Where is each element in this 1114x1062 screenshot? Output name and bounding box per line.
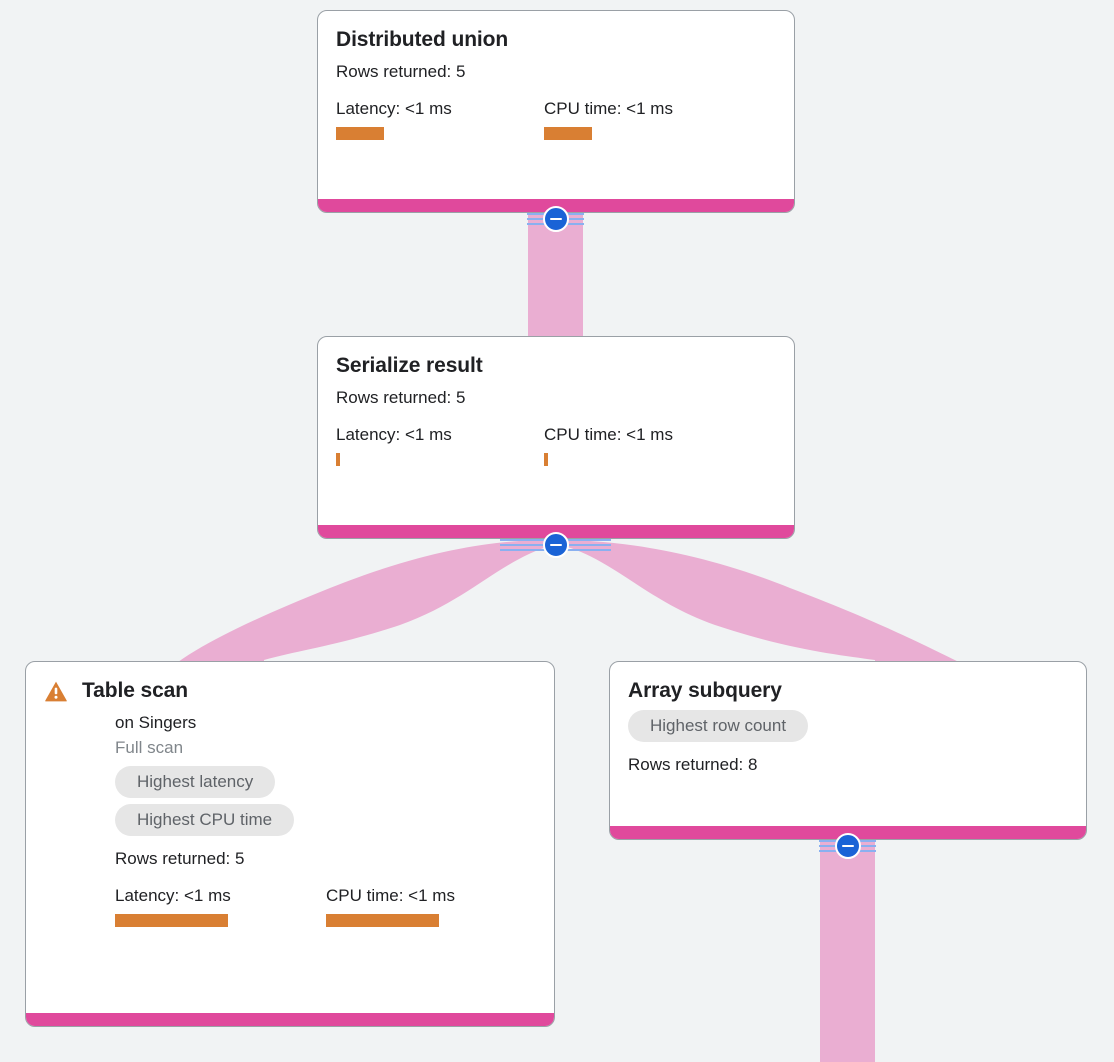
toggle-array-subquery[interactable] bbox=[819, 833, 876, 859]
metric-latency: Latency: <1 ms bbox=[336, 424, 544, 466]
metric-cpu-time-label: CPU time: <1 ms bbox=[544, 425, 673, 444]
metric-cpu-time: CPU time: <1 ms bbox=[326, 885, 455, 927]
page-title: Distributed union bbox=[336, 28, 509, 51]
node-title-row: Table scan bbox=[44, 678, 536, 704]
plan-node-table-scan[interactable]: Table scan on Singers Full scan Highest … bbox=[25, 661, 555, 1027]
plan-node-serialize-result[interactable]: Serialize result Rows returned: 5 Latenc… bbox=[317, 336, 795, 539]
node-footer-bar bbox=[610, 826, 1086, 839]
metric-cpu-time: CPU time: <1 ms bbox=[544, 424, 673, 466]
minus-circle-icon[interactable] bbox=[542, 532, 569, 558]
node-footer-bar bbox=[318, 199, 794, 212]
minus-glyph bbox=[841, 844, 854, 848]
toggle-serialize-result[interactable] bbox=[500, 532, 611, 558]
status-badge: Highest row count bbox=[628, 710, 809, 742]
node-title-row: Distributed union bbox=[336, 27, 776, 53]
metrics-row: Latency: <1 ms CPU time: <1 ms bbox=[336, 424, 776, 466]
node-subtitle: on Singers bbox=[115, 713, 197, 732]
metric-cpu-time-bar bbox=[544, 127, 592, 140]
page-title: Array subquery bbox=[628, 679, 782, 702]
rows-returned: Rows returned: 8 bbox=[628, 755, 758, 774]
minus-glyph bbox=[549, 217, 562, 221]
chip-list: Highest latency Highest CPU time bbox=[115, 766, 536, 842]
page-title: Table scan bbox=[82, 679, 188, 702]
node-body: Distributed union Rows returned: 5 Laten… bbox=[318, 11, 794, 199]
toggle-distributed-union[interactable] bbox=[527, 206, 584, 232]
metric-latency-label: Latency: <1 ms bbox=[336, 425, 452, 444]
metric-cpu-time-label: CPU time: <1 ms bbox=[544, 99, 673, 118]
rows-returned: Rows returned: 5 bbox=[115, 849, 245, 868]
metric-latency: Latency: <1 ms bbox=[115, 885, 326, 927]
metrics-row: Latency: <1 ms CPU time: <1 ms bbox=[115, 885, 536, 927]
node-body: Table scan on Singers Full scan Highest … bbox=[26, 662, 554, 1013]
metrics-row: Latency: <1 ms CPU time: <1 ms bbox=[336, 98, 776, 140]
status-badge: Highest CPU time bbox=[115, 804, 295, 836]
warning-icon bbox=[45, 681, 67, 702]
metric-cpu-time-bar bbox=[326, 914, 439, 927]
minus-circle-icon[interactable] bbox=[834, 833, 861, 859]
metric-latency-label: Latency: <1 ms bbox=[336, 99, 452, 118]
plan-node-array-subquery[interactable]: Array subquery Highest row count Rows re… bbox=[609, 661, 1087, 840]
rows-returned: Rows returned: 5 bbox=[336, 388, 466, 407]
metric-latency-bar bbox=[115, 914, 228, 927]
plan-node-distributed-union[interactable]: Distributed union Rows returned: 5 Laten… bbox=[317, 10, 795, 213]
edge-array-subquery-to-child bbox=[820, 840, 875, 1062]
metric-latency-bar bbox=[336, 127, 384, 140]
rows-returned: Rows returned: 5 bbox=[336, 62, 466, 81]
node-footer-bar bbox=[26, 1013, 554, 1026]
edge-serialize-result-to-table-scan bbox=[174, 540, 553, 665]
node-title-row: Array subquery bbox=[628, 678, 1068, 704]
page-title: Serialize result bbox=[336, 354, 483, 377]
metric-latency: Latency: <1 ms bbox=[336, 98, 544, 140]
metric-cpu-time-label: CPU time: <1 ms bbox=[326, 886, 455, 905]
node-title-row: Serialize result bbox=[336, 353, 776, 379]
minus-glyph bbox=[549, 543, 562, 547]
metric-latency-label: Latency: <1 ms bbox=[115, 886, 231, 905]
node-body: Serialize result Rows returned: 5 Latenc… bbox=[318, 337, 794, 525]
node-scan-type: Full scan bbox=[115, 738, 184, 757]
metric-cpu-time: CPU time: <1 ms bbox=[544, 98, 673, 140]
chip-list: Highest row count bbox=[628, 710, 1068, 748]
node-body: Array subquery Highest row count Rows re… bbox=[610, 662, 1086, 826]
status-badge: Highest latency bbox=[115, 766, 276, 798]
metric-latency-bar bbox=[336, 453, 340, 466]
node-details: on Singers Full scan Highest latency Hig… bbox=[115, 710, 536, 927]
minus-circle-icon[interactable] bbox=[542, 206, 569, 232]
metric-cpu-time-bar bbox=[544, 453, 548, 466]
edge-serialize-result-to-array-subquery bbox=[557, 540, 965, 665]
node-footer-bar bbox=[318, 525, 794, 538]
